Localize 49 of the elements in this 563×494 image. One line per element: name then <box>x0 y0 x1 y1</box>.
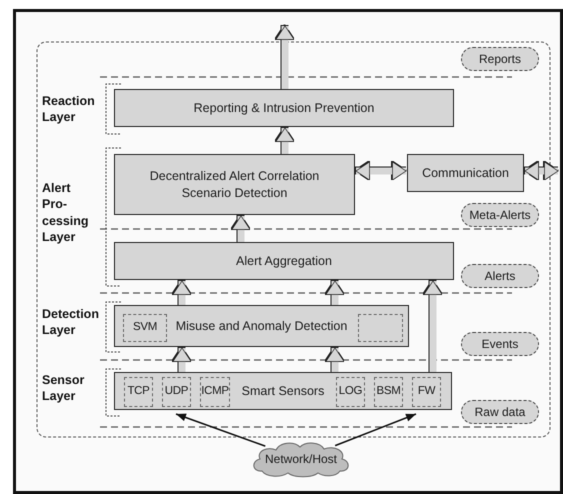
node-label: Events <box>482 336 518 352</box>
layer-label: Sensor Layer <box>42 372 86 404</box>
component-box <box>123 314 167 342</box>
component-box <box>412 377 441 407</box>
node-label: Raw data <box>474 404 526 420</box>
node-label: Misuse and Anomaly Detection <box>176 318 348 334</box>
block-arrow <box>276 128 294 154</box>
node-label: FW <box>418 384 436 400</box>
component-box <box>200 377 230 407</box>
node-label: BSM <box>376 384 401 400</box>
block-arrow <box>424 280 442 372</box>
node-label: Reporting & Intrusion Prevention <box>194 100 374 116</box>
block-arrow <box>326 280 344 305</box>
layer-label: Detection Layer <box>42 306 100 338</box>
component-box <box>374 377 403 407</box>
component-box <box>336 377 365 407</box>
arrow <box>334 413 416 446</box>
node-label: Meta-Alerts <box>469 206 531 224</box>
node-label: UDP <box>164 384 188 400</box>
block-arrow <box>524 162 558 180</box>
layer-label: Reaction Layer <box>42 93 96 126</box>
process-box <box>407 154 524 192</box>
block-arrow <box>232 216 250 242</box>
node-label: Smart Sensors <box>242 382 324 400</box>
block-arrow <box>356 162 406 180</box>
node-label: Network/Host <box>264 450 338 468</box>
block-arrow <box>172 348 192 372</box>
node-label: Communication <box>422 164 509 182</box>
node-label: TCP <box>127 384 150 400</box>
node-label: ICMP <box>201 384 229 400</box>
component-box <box>358 314 403 342</box>
process-box <box>114 305 409 347</box>
process-box <box>114 372 452 410</box>
arrow <box>176 413 266 447</box>
node-label: LOG <box>338 384 362 400</box>
block-arrow <box>276 26 294 89</box>
component-box <box>124 377 153 407</box>
component-box <box>162 377 191 407</box>
process-box <box>114 242 454 280</box>
block-arrow <box>326 348 344 372</box>
block-arrow <box>172 280 192 305</box>
layer-label: Alert Pro- cessing Layer <box>42 180 90 245</box>
process-box <box>114 89 454 127</box>
node-label: Decentralized Alert Correlation Scenario Detection <box>148 168 320 202</box>
process-box <box>114 154 355 215</box>
node-label: Alert Aggregation <box>236 252 332 270</box>
node-label: Alerts <box>484 268 516 284</box>
node-label: Reports <box>478 50 522 68</box>
node-label: SVM <box>132 320 158 336</box>
